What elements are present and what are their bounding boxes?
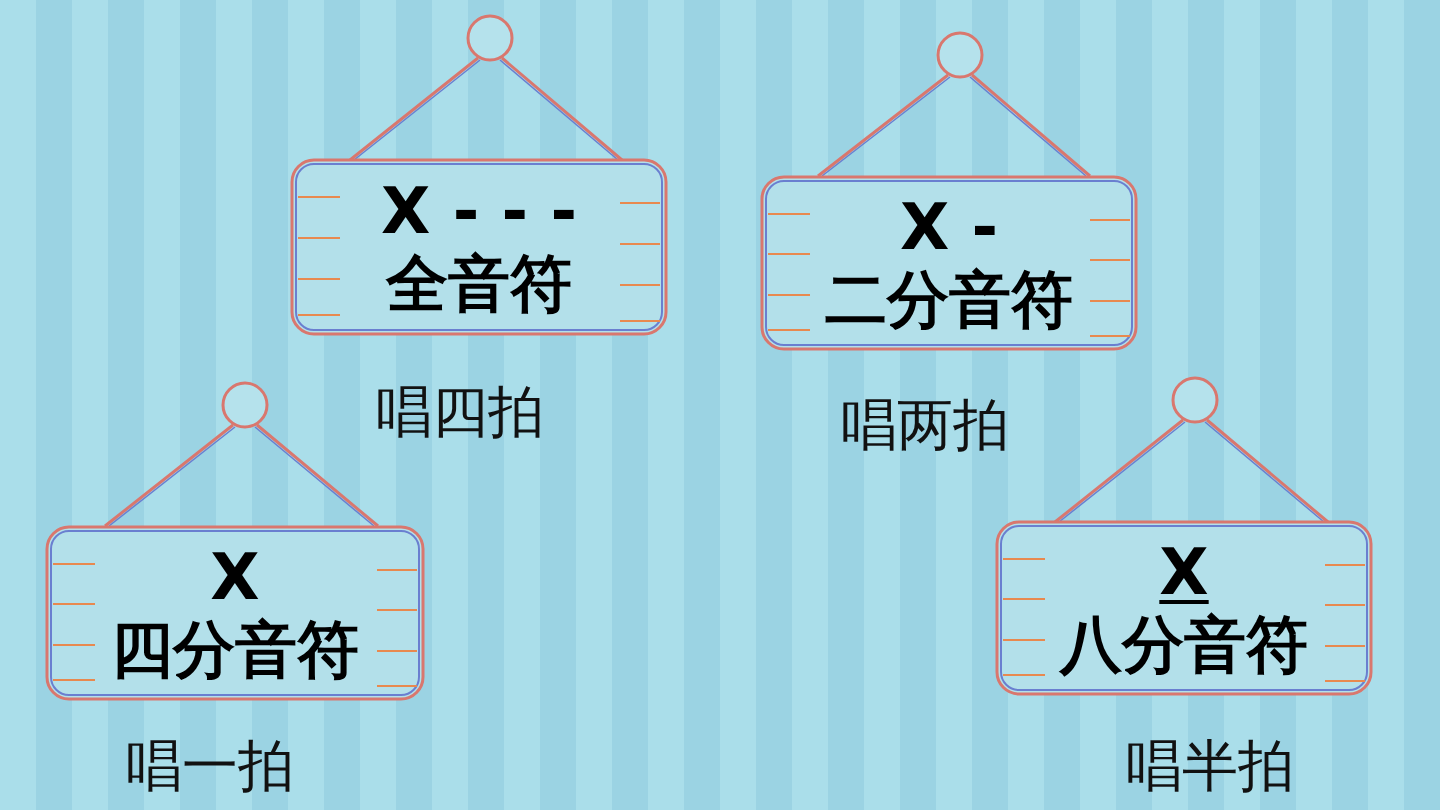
plank-line: [1090, 219, 1130, 221]
note-name-text: 四分音符: [111, 613, 359, 686]
plank-line: [53, 563, 95, 565]
note-symbol-text: X: [210, 540, 259, 614]
beat-label: 唱两拍: [841, 394, 1009, 456]
plank-line: [1003, 558, 1045, 560]
note-symbol: X - - -: [290, 175, 668, 249]
note-symbol-text: X - - -: [381, 174, 577, 248]
sign-text: X四分音符: [45, 541, 425, 686]
note-name: 全音符: [290, 248, 668, 319]
plank-line: [1003, 674, 1045, 676]
board-inner-edge: [296, 164, 662, 330]
hanging-sign: X八分音符: [995, 520, 1373, 696]
board-edge: [292, 160, 666, 334]
note-symbol: X: [45, 541, 425, 615]
beat-label: 唱半拍: [1126, 735, 1294, 797]
plank-line: [53, 679, 95, 681]
plank-line: [768, 213, 810, 215]
note-symbol: X -: [760, 191, 1138, 265]
plank-line: [1325, 564, 1365, 566]
plank-line: [1003, 598, 1045, 600]
board-edge: [997, 522, 1371, 694]
plank-line: [298, 237, 340, 239]
plank-line: [1003, 639, 1045, 641]
plank-line: [53, 644, 95, 646]
note-symbol-text: X: [1159, 535, 1208, 609]
plank-line: [768, 329, 810, 331]
hanging-sign: X四分音符: [45, 525, 425, 701]
plank-line: [620, 202, 660, 204]
note-symbol-text: X -: [900, 190, 998, 264]
plank-line: [1325, 645, 1365, 647]
board-inner-edge: [766, 181, 1132, 345]
plank-line: [53, 603, 95, 605]
plank-line: [620, 284, 660, 286]
hanging-sign: X - - -全音符: [290, 158, 668, 336]
note-name: 四分音符: [45, 614, 425, 685]
plank-line: [377, 569, 417, 571]
sign-text: X八分音符: [995, 536, 1373, 681]
note-name-text: 二分音符: [825, 263, 1073, 336]
beat-label: 唱一拍: [126, 735, 294, 797]
plank-line: [377, 650, 417, 652]
plank-line: [1090, 335, 1130, 337]
plank-line: [1325, 680, 1365, 682]
sign-text: X -二分音符: [760, 191, 1138, 336]
note-name: 八分音符: [995, 609, 1373, 680]
plank-line: [377, 685, 417, 687]
plank-line: [298, 278, 340, 280]
plank-line: [768, 253, 810, 255]
note-name: 二分音符: [760, 264, 1138, 335]
plank-line: [298, 314, 340, 316]
sign-text: X - - -全音符: [290, 175, 668, 320]
plank-line: [377, 609, 417, 611]
plank-line: [298, 196, 340, 198]
plank-line: [620, 320, 660, 322]
note-name-text: 八分音符: [1060, 608, 1308, 681]
plank-line: [1090, 300, 1130, 302]
plank-line: [1325, 604, 1365, 606]
board-edge: [47, 527, 423, 699]
plank-line: [768, 294, 810, 296]
plank-line: [620, 243, 660, 245]
hanging-sign: X -二分音符: [760, 175, 1138, 351]
board-inner-edge: [1001, 526, 1367, 690]
note-symbol: X: [995, 536, 1373, 610]
board-edge: [762, 177, 1136, 349]
plank-line: [1090, 259, 1130, 261]
board-inner-edge: [51, 531, 419, 695]
beat-label: 唱四拍: [376, 381, 544, 443]
note-name-text: 全音符: [386, 247, 572, 320]
